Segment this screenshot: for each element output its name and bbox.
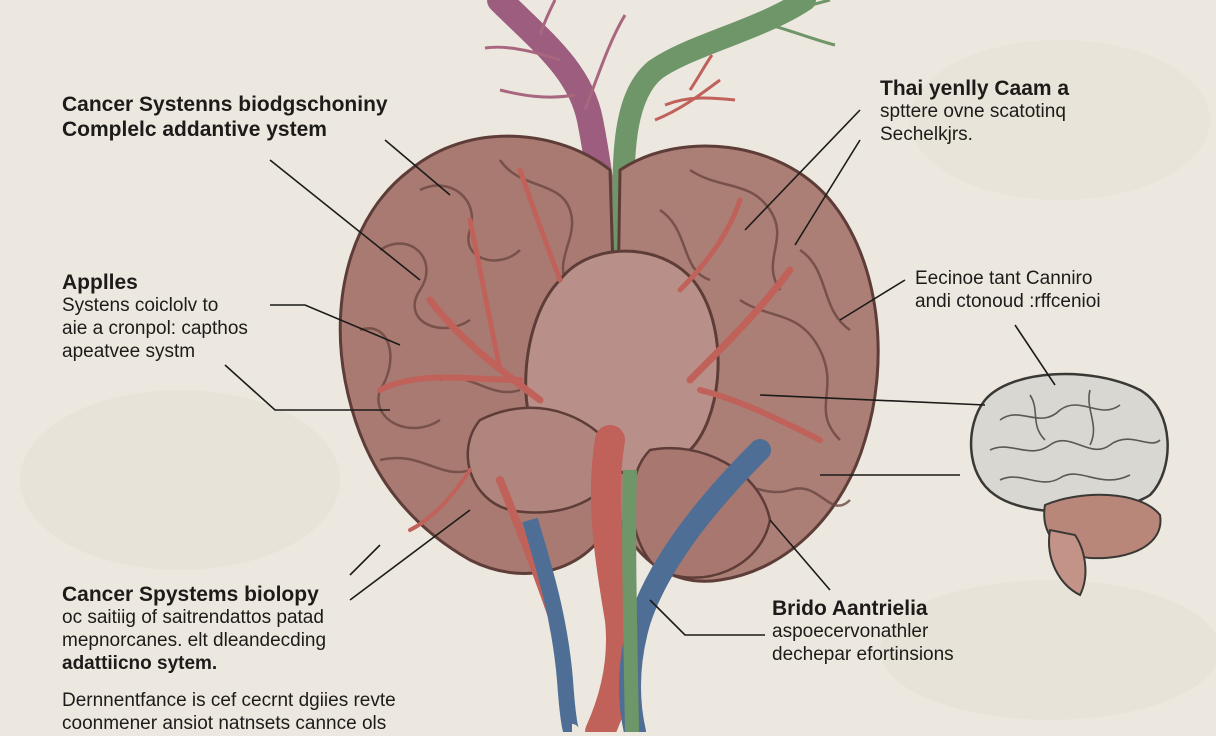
paper-texture [20,40,1216,720]
label-top-left: Cancer Systenns biodgschoniny Complelc a… [62,92,388,142]
label-top-left-line1: Cancer Systenns biodgschoniny [62,93,388,116]
label-bottom-left-line1: oc saitiig of saitrendattos patad [62,607,324,629]
label-top-right-title: Thai yenlly Caam a [880,77,1070,100]
label-top-right-line1: spttere ovne scatotinq [880,101,1066,123]
green-nerve-branches [759,0,836,47]
purple-vessel-branches [484,0,627,111]
label-bottom-right-line2: dechepar efortinsions [772,643,954,665]
label-mid-right-line2: andi ctonoud :rffcenioi [915,290,1101,312]
small-brain-icon [969,372,1169,597]
label-bottom-right-title: Brido Aantrielia [772,597,928,620]
label-bottom-left-line3: adattiicno sytem. [62,652,218,674]
label-bottom-left: Cancer Spystems biolopy oc saitiig of sa… [62,582,326,676]
label-mid-right: Eecinoe tant Canniro andi ctonoud :rffce… [915,268,1101,314]
label-bottom-left-title: Cancer Spystems biolopy [62,583,319,606]
leader-lines [224,109,1056,636]
label-top-right-line2: Sechelkjrs. [880,123,973,145]
footer-text: Dernnentfance is cef cecrnt dgiies revte… [62,690,396,736]
label-mid-left-line2: aie a cronpol: capthos [62,317,248,339]
green-nerve-lower [622,469,639,732]
footer-line1: Dernnentfance is cef cecrnt dgiies revte [62,690,396,711]
small-brainstem [1048,528,1087,597]
label-mid-left-line1: Systens coiclolv to [62,295,219,317]
footer-line2: coonmener ansiot natnsets cannce ols [62,712,387,734]
label-top-right: Thai yenlly Caam a spttere ovne scatotin… [880,76,1069,147]
label-mid-left: Applles Systens coiclolv to aie a cronpo… [62,270,248,364]
label-bottom-right: Brido Aantrielia aspoecervonathler deche… [772,596,954,667]
arteries [377,167,823,732]
label-bottom-left-line2: mepnorcanes. elt dleandecding [62,629,327,651]
red-vessel-branches-top [654,54,736,122]
label-top-left-line2: Complelc addantive ystem [62,118,327,142]
blue-vein-left [522,517,580,732]
label-mid-left-title: Applles [62,271,138,294]
label-mid-right-line1: Eecinoe tant Canniro [915,268,1093,289]
label-mid-left-line3: apeatvee systm [62,340,196,362]
label-bottom-right-line1: aspoecervonathler [772,621,929,643]
